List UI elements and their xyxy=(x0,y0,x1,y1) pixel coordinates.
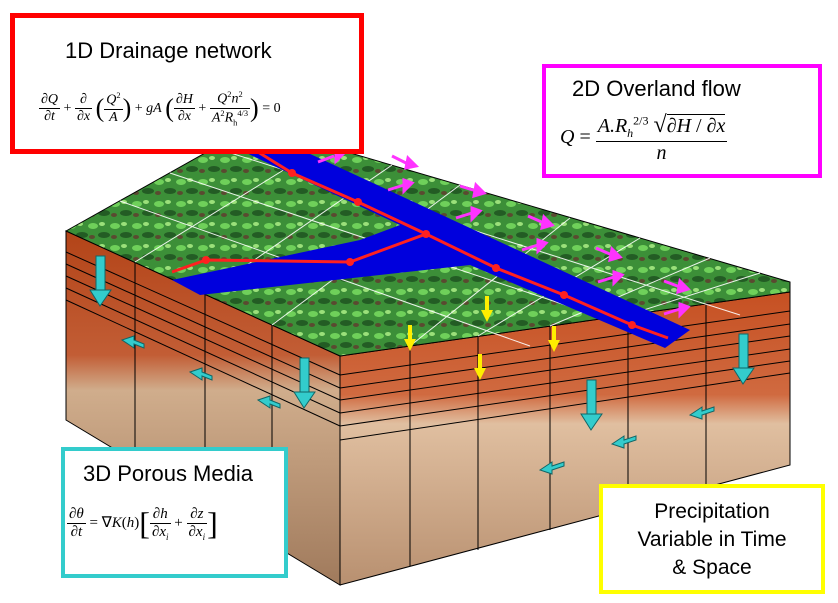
overland-flow-title: 2D Overland flow xyxy=(572,76,741,101)
rainfall-arrows xyxy=(404,296,560,380)
overland-arrow xyxy=(597,269,625,287)
overland-arrow xyxy=(663,301,691,319)
overland-arrow xyxy=(521,237,549,255)
rain-arrow xyxy=(481,296,493,322)
lateral-arrow xyxy=(188,367,213,381)
overland-arrow xyxy=(387,177,415,195)
precipitation-line-1: Precipitation xyxy=(654,500,770,523)
infiltration-arrow xyxy=(89,255,112,307)
porous-media-box: 3D Porous Media ∂θ∂t = ∇K(h)[∂h∂xi + ∂z∂… xyxy=(61,447,288,578)
lateral-arrow xyxy=(538,461,565,475)
overland-arrow xyxy=(595,245,623,263)
lateral-arrow xyxy=(610,435,637,449)
precipitation-line-3: & Space xyxy=(672,556,752,579)
infiltration-arrow xyxy=(580,379,603,431)
overland-arrow xyxy=(455,205,483,223)
infiltration-arrow xyxy=(732,333,755,385)
rain-arrow xyxy=(548,326,560,352)
drainage-network-title: 1D Drainage network xyxy=(65,38,272,63)
porous-media-equation: ∂θ∂t = ∇K(h)[∂h∂xi + ∂z∂xi] xyxy=(67,505,218,542)
rain-arrow xyxy=(474,354,486,380)
lateral-arrow xyxy=(120,335,145,349)
rain-arrow xyxy=(404,325,416,351)
lateral-arrow xyxy=(688,406,715,420)
overland-arrow xyxy=(391,154,420,170)
porous-media-title: 3D Porous Media xyxy=(83,461,253,486)
overland-flow-arrows xyxy=(317,147,691,319)
groundwater-arrows xyxy=(89,255,755,475)
precipitation-box: Precipitation Variable in Time & Space xyxy=(599,484,825,594)
precipitation-line-2: Variable in Time xyxy=(637,528,787,551)
overland-arrow xyxy=(527,213,555,231)
drainage-network-tributary xyxy=(171,232,427,274)
lateral-arrow xyxy=(256,395,281,409)
overland-arrow xyxy=(459,181,487,199)
drainage-network-main xyxy=(257,150,669,340)
soil-layer-lines xyxy=(65,251,791,566)
infiltration-arrow xyxy=(293,357,316,409)
overland-arrow xyxy=(663,277,691,295)
drainage-nodes xyxy=(202,169,636,329)
